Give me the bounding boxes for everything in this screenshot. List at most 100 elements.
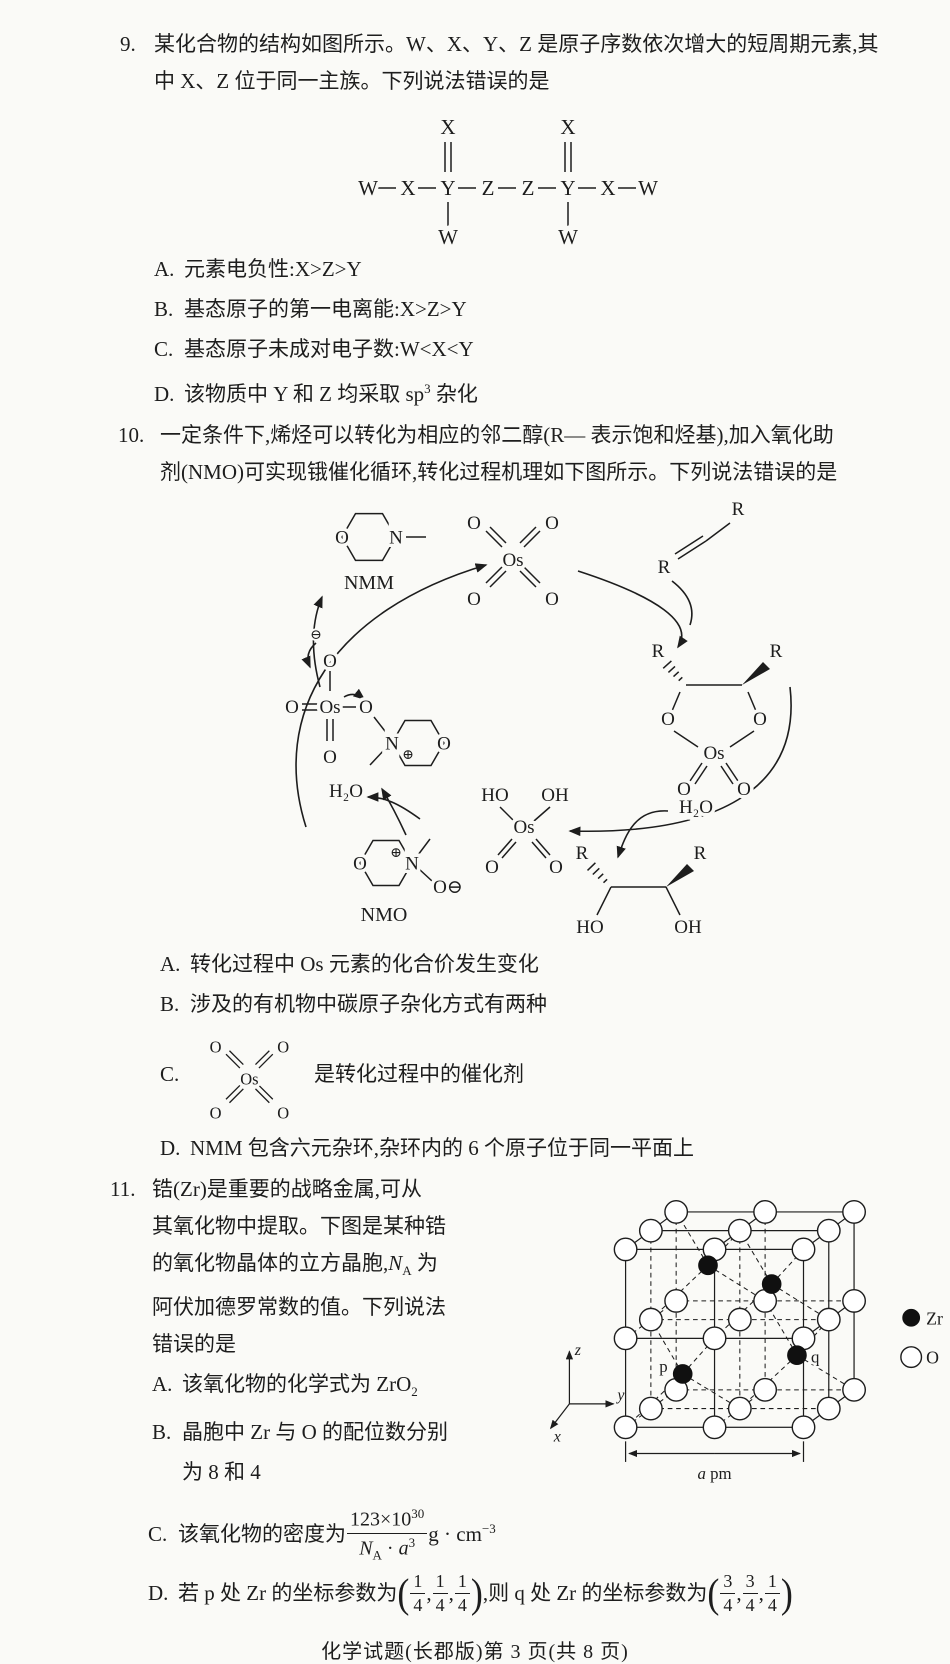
oso4-o3: O	[467, 589, 481, 610]
q9-option-c: C. 基态原子未成对电子数:W<X<Y	[154, 330, 910, 368]
oso4-structure: O O O O Os	[464, 510, 563, 614]
q11-number: 11.	[110, 1177, 136, 1201]
legend: Zr O	[900, 1308, 943, 1369]
cyclic-osmate-ester: R R O O Os O O	[648, 638, 786, 804]
q11-option-b-label: B.	[152, 1420, 172, 1445]
q10-option-a: A. 转化过程中 Os 元素的化合价发生变化	[160, 945, 920, 983]
complex-ho: HO	[481, 785, 508, 806]
atom-w2: W	[638, 176, 658, 200]
q9-option-b: B.基态原子的第一电离能:X>Z>Y	[154, 290, 910, 328]
density-fraction: 123×1030 NA · a3	[347, 1507, 428, 1562]
q9-structure-diagram: X X W X Y Z Z Y X W W W	[355, 112, 662, 253]
question-10: 10. 一定条件下,烯烃可以转化为相应的邻二醇(R— 表示饱和烃基),加入氧化助…	[118, 417, 920, 1167]
q11-option-d-label: D.	[148, 1580, 169, 1605]
oxygen-atoms	[613, 1199, 867, 1440]
complex-os: Os	[513, 817, 534, 838]
q9-option-a: A.元素电负性:X>Z>Y	[154, 250, 910, 288]
diol-product: R R HO OH	[572, 840, 710, 942]
zirconium-atoms: p q	[657, 1255, 822, 1384]
q10-option-c-label: C.	[160, 1062, 180, 1087]
atom-z2: Z	[522, 176, 535, 200]
atom-x-top1: X	[440, 115, 455, 139]
question-11: 11. 锆(Zr)是重要的战略金属,可从 其氧化物中提取。下图是某种锆 的氧化物…	[110, 1171, 943, 1617]
ester-os: Os	[703, 743, 724, 764]
q9-stem-line1: 9. 某化合物的结构如图所示。W、X、Y、Z 是原子序数依次增大的短周期元素,其	[120, 26, 910, 63]
q10-stem-line2: 剂(NMO)可实现锇催化循环,转化过程机理如下图所示。下列说法错误的是	[160, 460, 838, 484]
q11-option-a-label: A.	[152, 1372, 173, 1397]
edge-length-label: a pm	[697, 1464, 731, 1483]
q11-option-c-label: C.	[148, 1521, 168, 1546]
adduct-o-left: O	[285, 697, 299, 718]
q11-option-b-text1: 晶胞中 Zr 与 O 的配位数分别	[182, 1420, 448, 1445]
q11-stem-line3: 的氧化物晶体的立方晶胞,NA 为	[152, 1251, 438, 1279]
q10-option-a-text: 转化过程中 Os 元素的化合价发生变化	[190, 952, 539, 976]
osmium-amine-adduct: ⊖ O O O Os O N O ⊕	[282, 626, 455, 772]
legend-zr-icon	[902, 1308, 921, 1327]
ester-o3: O	[677, 779, 691, 800]
zr-atom-q	[787, 1345, 807, 1366]
q10-number: 10.	[118, 423, 145, 447]
adduct-n: N	[385, 734, 399, 755]
q9-stem-line2: 中 X、Z 位于同一主族。下列说法错误的是	[154, 69, 550, 93]
atom-w1: W	[358, 176, 378, 200]
osmium-diol-complex: HO OH Os O O	[478, 782, 573, 882]
nmm-structure: O N NMM	[332, 512, 426, 594]
q9-option-a-text: 元素电负性:X>Z>Y	[184, 257, 362, 281]
atom-w-bottom1: W	[438, 225, 458, 249]
q10-option-c: C. O O O O Os 是转化过程中的催化剂	[160, 1023, 920, 1127]
q10-stem-line1: 10. 一定条件下,烯烃可以转化为相应的邻二醇(R— 表示饱和烃基),加入氧化助	[118, 417, 920, 454]
q11-diagram-column: z y x	[546, 1171, 950, 1499]
q11-stem-text1: 锆(Zr)是重要的战略金属,可从	[152, 1177, 423, 1201]
q9-option-d-text: 该物质中 Y 和 Z 均采取 sp3 杂化	[184, 381, 478, 406]
diol-oh: OH	[674, 917, 702, 938]
q11-option-b: B. 晶胞中 Zr 与 O 的配位数分别	[152, 1413, 546, 1451]
q11-option-c-pre: 该氧化物的密度为	[178, 1521, 346, 1546]
q10-option-b: B.涉及的有机物中碳原子杂化方式有两种	[160, 985, 920, 1023]
plus-charge-icon: ⊕	[402, 748, 414, 763]
q11-option-d-mid: ,则 q 处 Zr 的坐标参数为	[482, 1580, 708, 1605]
legend-o-icon	[900, 1346, 923, 1369]
atom-z1: Z	[482, 176, 495, 200]
atom-y1: Y	[440, 176, 455, 200]
optc-o2: O	[277, 1037, 289, 1056]
q11-option-a: A.该氧化物的化学式为 ZrO2	[152, 1365, 546, 1411]
q11-stem-line4: 阿伏加德罗常数的值。下列说法	[152, 1295, 446, 1320]
adduct-o-top: O	[323, 651, 337, 672]
q9-option-d-label: D.	[154, 382, 175, 406]
diol-ho: HO	[576, 917, 603, 938]
q9-option-c-text: 基态原子未成对电子数:W<X<Y	[184, 337, 474, 361]
q9-number: 9.	[120, 32, 136, 56]
q10-option-a-label: A.	[160, 952, 181, 976]
complex-o2: O	[549, 857, 563, 878]
q-label: q	[811, 1348, 820, 1367]
oso4-o2: O	[545, 513, 559, 534]
alkene-r1: R	[732, 499, 745, 520]
q11-option-b-line2: 为 8 和 4	[182, 1460, 261, 1485]
q10-catalytic-cycle-diagram: O N NMM O O O O Os R	[282, 496, 792, 942]
ester-o2: O	[753, 709, 767, 730]
axis-z-label: z	[574, 1342, 581, 1359]
nmm-label: NMM	[344, 572, 394, 594]
axes-icon: z y x	[549, 1342, 625, 1445]
q11-stem-line2: 其氧化物中提取。下图是某种锆	[152, 1214, 446, 1238]
axis-y-label: y	[615, 1387, 625, 1404]
q9-stem-text1: 某化合物的结构如图所示。W、X、Y、Z 是原子序数依次增大的短周期元素,其	[154, 32, 879, 56]
optc-o3: O	[210, 1103, 222, 1122]
h2o-left-label: H₂O	[329, 781, 363, 802]
chain-atoms: X X W X Y Z Z Y X W W W	[355, 112, 662, 253]
minus-charge-icon: ⊖	[310, 628, 322, 643]
atom-x2: X	[600, 176, 615, 200]
nmo-label: NMO	[361, 904, 408, 926]
q9-option-c-label: C.	[154, 337, 174, 361]
nmo-ring-o: O	[353, 854, 367, 875]
q10-option-c-oso4-structure: O O O O Os	[207, 1034, 293, 1125]
axis-x-label: x	[553, 1428, 561, 1445]
q10-option-d-label: D.	[160, 1136, 181, 1160]
atom-x-top2: X	[560, 115, 575, 139]
q11-stem-line1: 11. 锆(Zr)是重要的战略金属,可从	[110, 1171, 546, 1208]
question-9: 9. 某化合物的结构如图所示。W、X、Y、Z 是原子序数依次增大的短周期元素,其…	[120, 26, 910, 413]
